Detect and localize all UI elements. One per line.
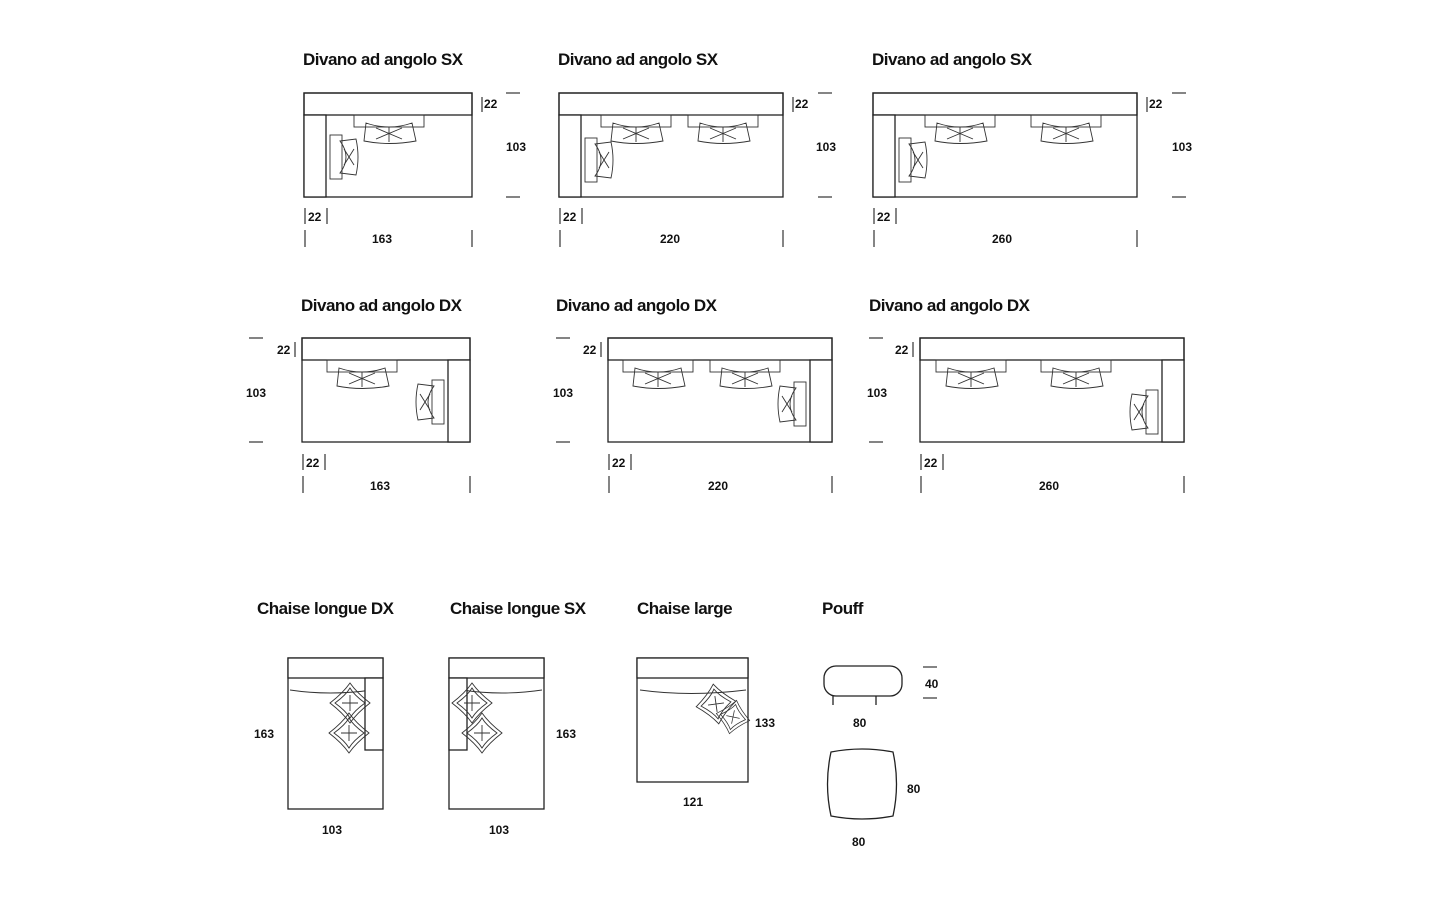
sofa-title: Divano ad angolo DX (869, 296, 1031, 315)
dim-arm: 22 (306, 456, 320, 470)
module-title: Chaise longue SX (450, 599, 587, 618)
dim-top-depth: 80 (907, 782, 921, 796)
dim-side-width: 80 (853, 716, 867, 730)
dim-back: 22 (484, 97, 498, 111)
dim-length: 163 (254, 727, 274, 741)
dim-depth: 103 (1172, 140, 1192, 154)
pouff-top-view (826, 748, 898, 820)
chaise-longue-dx: Chaise longue DX 163 103 (254, 599, 395, 837)
pouff-side-view (823, 665, 903, 697)
dim-back: 22 (1149, 97, 1163, 111)
sofa-title: Divano ad angolo SX (303, 50, 464, 69)
dim-arm: 22 (612, 456, 626, 470)
dim-length: 133 (755, 716, 775, 730)
dim-width: 260 (992, 232, 1012, 246)
dim-width: 220 (660, 232, 680, 246)
corner-sofa-sx-260: Divano ad angolo SX 22 103 22 260 (872, 50, 1194, 247)
corner-sofa-sx-220: Divano ad angolo SX 22 103 22 220 (558, 50, 840, 247)
dim-depth: 103 (867, 386, 887, 400)
dim-width: 121 (683, 795, 703, 809)
pillow (353, 114, 425, 144)
dim-width: 260 (1039, 479, 1059, 493)
module-title: Chaise longue DX (257, 599, 395, 618)
corner-sofa-dx-163: Divano ad angolo DX 22 103 22 163 (246, 296, 471, 493)
dim-width: 163 (372, 232, 392, 246)
dim-depth: 103 (816, 140, 836, 154)
dim-arm: 22 (924, 456, 938, 470)
dim-back: 22 (795, 97, 809, 111)
dim-arm: 22 (563, 210, 577, 224)
dim-arm: 22 (308, 210, 322, 224)
sofa-title: Divano ad angolo DX (556, 296, 718, 315)
sofa-backrest (303, 92, 473, 116)
dim-width: 103 (322, 823, 342, 837)
corner-sofa-dx-220: Divano ad angolo DX 22 103 22 220 (553, 296, 833, 493)
dim-depth: 103 (246, 386, 266, 400)
dim-width: 163 (370, 479, 390, 493)
dim-depth: 103 (553, 386, 573, 400)
dim-width: 220 (708, 479, 728, 493)
dim-width: 103 (489, 823, 509, 837)
module-title: Pouff (822, 599, 864, 618)
dim-top-width: 80 (852, 835, 866, 849)
sofa-title: Divano ad angolo SX (872, 50, 1033, 69)
dim-height: 40 (925, 677, 939, 691)
pillow (329, 134, 359, 180)
chaise-longue-sx: Chaise longue SX 163 103 (448, 599, 587, 837)
corner-sofa-dx-260: Divano ad angolo DX 22 103 22 260 (867, 296, 1185, 493)
dim-back: 22 (583, 343, 597, 357)
dim-length: 163 (556, 727, 576, 741)
dim-depth: 103 (506, 140, 526, 154)
dim-back: 22 (895, 343, 909, 357)
sofa-armrest (303, 114, 327, 198)
module-title: Chaise large (637, 599, 732, 618)
dim-back: 22 (277, 343, 291, 357)
chaise-large: Chaise large 133 121 (636, 599, 775, 809)
sofa-title: Divano ad angolo DX (301, 296, 463, 315)
corner-sofa-sx-163: Divano ad angolo SX 22 103 22 163 (303, 50, 528, 247)
dim-arm: 22 (877, 210, 891, 224)
sofa-title: Divano ad angolo SX (558, 50, 719, 69)
pouff: Pouff 40 80 80 80 (822, 599, 943, 849)
